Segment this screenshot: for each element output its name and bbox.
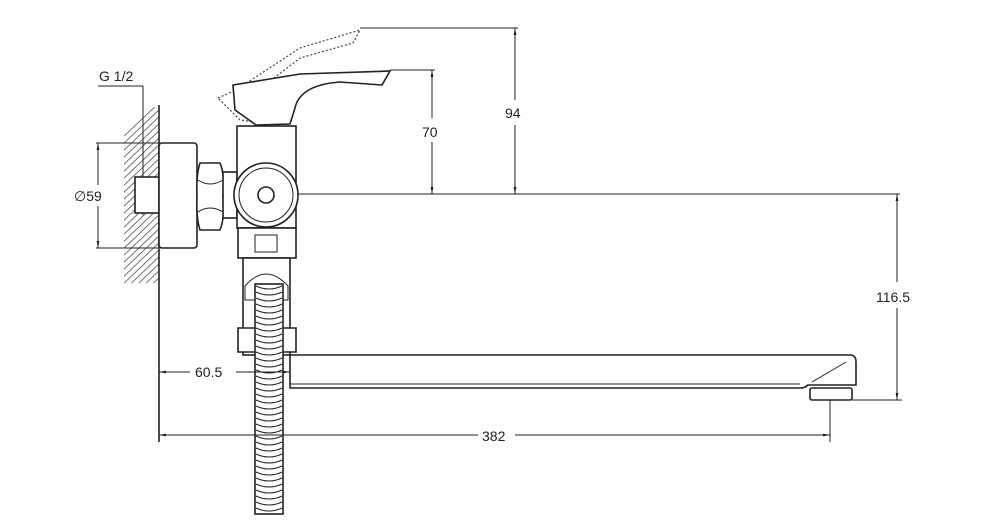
hose-coil xyxy=(255,501,283,506)
flange-diameter-dimension: ∅59 xyxy=(74,142,159,249)
spout-reach-dimension: 382 xyxy=(159,400,831,444)
hose-coil xyxy=(255,363,283,368)
hatch-line xyxy=(120,282,162,322)
aerator xyxy=(809,387,853,401)
spout-height-dimension: 116.5 xyxy=(852,194,910,401)
hatch-line xyxy=(120,317,162,357)
hose-coil xyxy=(255,477,283,482)
hose-coil xyxy=(255,285,283,290)
hatch-line xyxy=(138,263,159,283)
hose-coil xyxy=(255,507,283,512)
hose-coil xyxy=(255,489,283,494)
hose-coil xyxy=(255,375,283,380)
hatch-line xyxy=(124,137,159,172)
spout xyxy=(289,354,857,401)
hose-coil xyxy=(255,309,283,314)
hex-nut xyxy=(196,162,238,231)
thread-label: G 1/2 xyxy=(99,68,133,84)
hatch-line xyxy=(124,249,159,283)
shower-hose xyxy=(254,283,284,515)
hatch-line xyxy=(124,235,159,270)
hose-coil xyxy=(255,303,283,308)
wall-flange xyxy=(158,142,198,249)
hose-coil xyxy=(255,435,283,440)
hose-coil xyxy=(255,465,283,470)
hatch-line xyxy=(124,130,159,165)
hose-coil xyxy=(255,417,283,422)
handle-raised-outline xyxy=(216,29,362,126)
hatch-line xyxy=(124,151,159,186)
hose-coil xyxy=(255,369,283,374)
hose-coil xyxy=(255,453,283,458)
hose-coil xyxy=(255,423,283,428)
spout-reach-label: 382 xyxy=(482,428,506,444)
wall-hatching xyxy=(120,107,162,357)
hose-coil xyxy=(255,441,283,446)
hose-coil xyxy=(255,327,283,332)
hose-coil xyxy=(255,447,283,452)
hatch-line xyxy=(120,303,162,343)
handle-height-label: 70 xyxy=(422,124,438,140)
hose-coil xyxy=(255,297,283,302)
hatch-line xyxy=(120,296,162,336)
hatch-line xyxy=(120,289,162,329)
hose-coil xyxy=(255,291,283,296)
hose-coil xyxy=(255,495,283,500)
hose-coil xyxy=(255,399,283,404)
cartridge-knob-icon xyxy=(257,186,275,204)
hatch-line xyxy=(120,310,162,350)
lever-handle xyxy=(232,70,392,126)
hatch-line xyxy=(124,144,159,179)
hose-coil xyxy=(255,393,283,398)
raised-handle-height-label: 94 xyxy=(505,105,521,121)
hose-coil xyxy=(255,483,283,488)
hose-coil xyxy=(255,381,283,386)
hatch-line xyxy=(124,109,159,144)
hose-coil xyxy=(255,471,283,476)
hose-coil xyxy=(255,405,283,410)
hatch-line xyxy=(130,256,159,283)
wall-offset-label: 60.5 xyxy=(195,364,222,380)
hose-coil xyxy=(255,345,283,350)
hatch-line xyxy=(124,221,159,256)
hatch-line xyxy=(145,270,159,283)
hose-coil xyxy=(255,351,283,356)
hose-coil xyxy=(255,411,283,416)
hatch-line xyxy=(124,123,159,158)
wall-offset-dimension: 60.5 xyxy=(159,362,290,380)
hatch-line xyxy=(153,277,159,283)
hose-coil xyxy=(255,333,283,338)
hatch-line xyxy=(124,214,159,249)
hatch-line xyxy=(124,242,159,277)
hose-coil xyxy=(255,357,283,362)
handle-height-dimension: 70 xyxy=(390,69,438,194)
hose-coil xyxy=(255,339,283,344)
hose-coil xyxy=(255,321,283,326)
hose-coil xyxy=(255,429,283,434)
hatch-line xyxy=(124,228,159,263)
hose-coil xyxy=(255,387,283,392)
hatch-line xyxy=(124,158,159,193)
hose-coil xyxy=(255,459,283,464)
flange-diameter-label: ∅59 xyxy=(74,188,102,204)
hatch-line xyxy=(124,116,159,151)
wall-stub xyxy=(134,176,160,214)
hose-coil xyxy=(255,315,283,320)
spout-height-label: 116.5 xyxy=(876,289,910,305)
hatch-line xyxy=(124,107,156,137)
raised-handle-height-dimension: 94 xyxy=(360,27,521,194)
